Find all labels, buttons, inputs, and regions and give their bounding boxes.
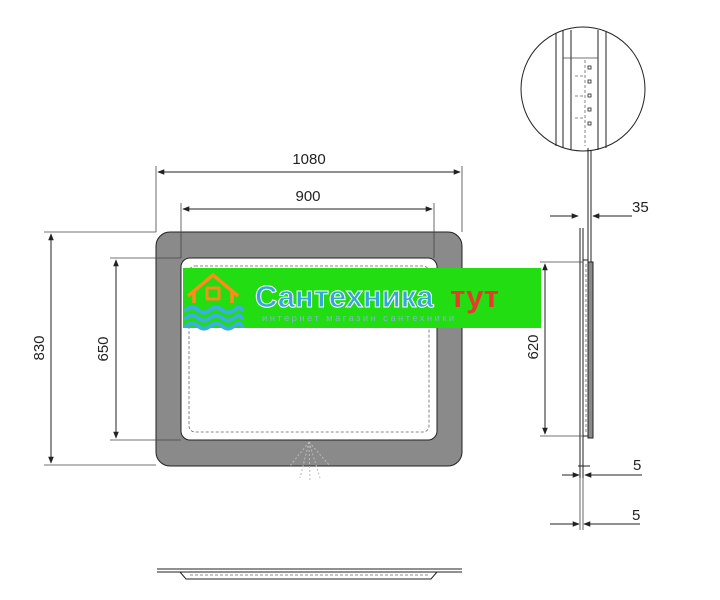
dimension-depth: 35	[550, 199, 649, 219]
label-inner-height: 650	[95, 336, 112, 361]
dimension-gap-bottom: 5	[550, 478, 640, 530]
brand-tagline: интернет магазин сантехники	[262, 313, 457, 324]
dimension-inner-width: 900	[180, 188, 435, 258]
detail-circle	[520, 26, 646, 152]
label-depth: 35	[632, 199, 649, 216]
sensor-rays	[289, 441, 331, 483]
dimension-inner-height: 650	[95, 257, 181, 441]
brand-name: Сантехника	[255, 279, 434, 314]
mirror-side-view	[578, 148, 594, 478]
waves-icon	[184, 305, 244, 331]
watermark-logo: Сантехника тут интернет магазин сантехни…	[183, 268, 541, 331]
dimension-side-height: 620	[525, 261, 583, 437]
label-gap-top: 5	[633, 457, 641, 474]
dimension-outer-width: 1080	[155, 151, 463, 232]
label-inner-width: 900	[295, 188, 320, 205]
label-gap-bottom: 5	[632, 507, 640, 524]
house-icon	[186, 273, 240, 303]
dimension-outer-height: 830	[31, 231, 156, 466]
dimension-gap-top: 5	[562, 457, 642, 478]
brand-accent: тут	[450, 279, 499, 314]
label-outer-width: 1080	[292, 151, 325, 168]
label-outer-height: 830	[31, 335, 48, 360]
svg-text:Сантехника тут: Сантехника тут	[255, 279, 499, 314]
label-side-height: 620	[525, 334, 542, 359]
mirror-bottom-view	[157, 568, 462, 580]
